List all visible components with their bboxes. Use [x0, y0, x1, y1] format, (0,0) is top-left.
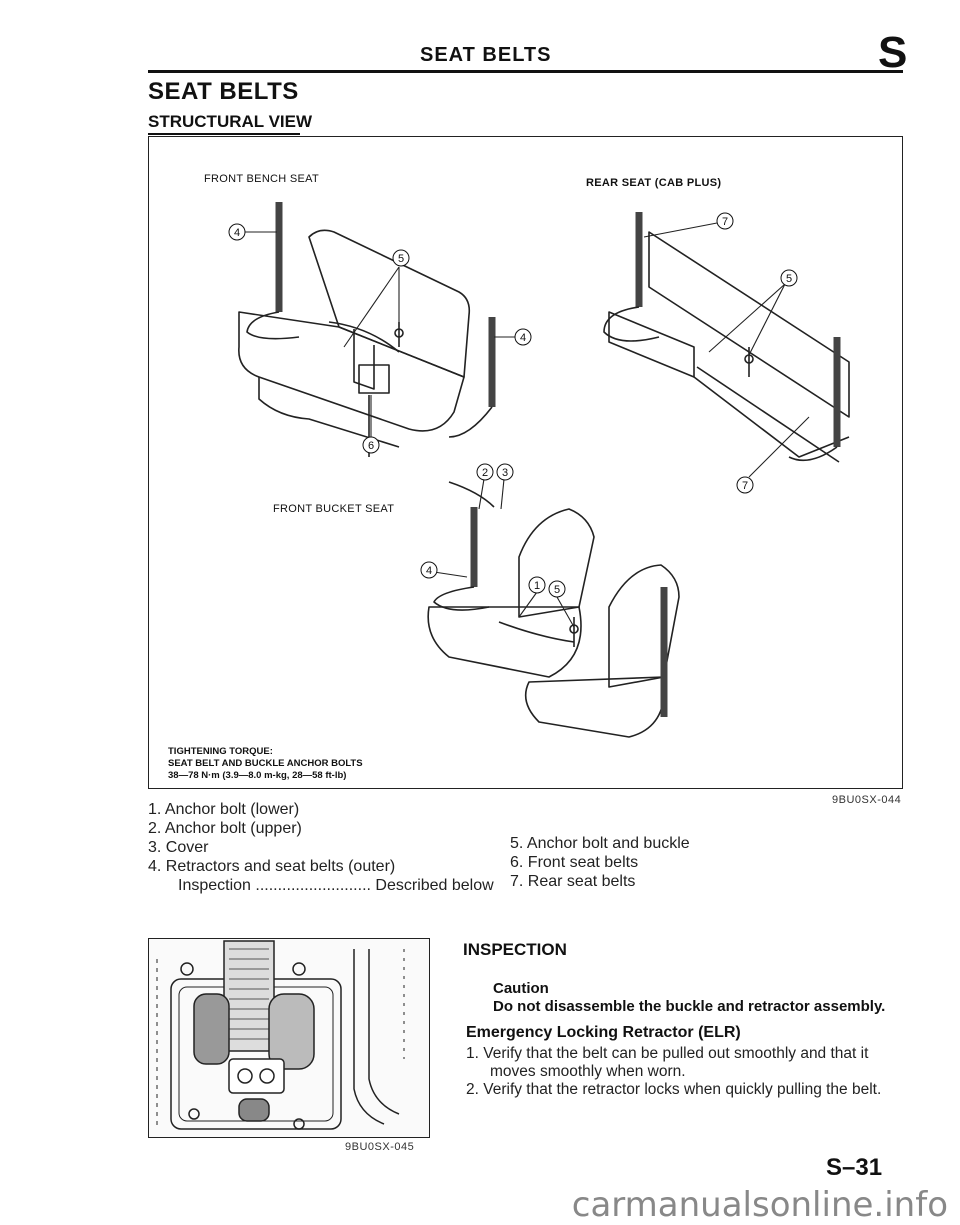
- callout-5-bucket: 5: [548, 580, 566, 598]
- label-front-bucket-seat: FRONT BUCKET SEAT: [273, 503, 395, 515]
- legend-inspection-line: Inspection .......................... De…: [178, 877, 494, 894]
- legend-item-7: 7. Rear seat belts: [510, 873, 636, 890]
- caution-block: Caution Do not disassemble the buckle an…: [493, 980, 885, 1016]
- page-subtitle: STRUCTURAL VIEW: [148, 112, 313, 131]
- page-title: SEAT BELTS: [148, 78, 299, 105]
- seat-belt-diagram: 4 5 4 6 7 5 7 2 3 4 1 5: [228, 202, 850, 738]
- callout-4-upper-left: 4: [228, 223, 246, 241]
- rear-seat-drawing: [603, 212, 850, 463]
- step-1-line-2: moves smoothly when worn.: [490, 1063, 686, 1080]
- svg-text:5: 5: [554, 584, 560, 596]
- legend-item-3: 3. Cover: [148, 839, 209, 856]
- structural-view-figure: 4 5 4 6 7 5 7 2 3 4 1 5 FRONT BENCH SEAT…: [148, 136, 903, 789]
- label-front-bench-seat: FRONT BENCH SEAT: [204, 173, 320, 185]
- step-1-line-1: 1. Verify that the belt can be pulled ou…: [466, 1045, 869, 1062]
- callout-7-rear-lower: 7: [736, 476, 754, 494]
- svg-text:6: 6: [368, 440, 374, 452]
- legend-right: 5. Anchor bolt and buckle 6. Front seat …: [510, 834, 690, 891]
- legend-item-2: 2. Anchor bolt (upper): [148, 820, 302, 837]
- callout-7-rear-upper: 7: [716, 212, 734, 230]
- step-2: 2. Verify that the retractor locks when …: [466, 1081, 882, 1098]
- front-bucket-seat-drawing: [427, 481, 680, 738]
- svg-text:4: 4: [520, 332, 526, 344]
- svg-text:1: 1: [534, 580, 540, 592]
- callout-leaders: [242, 222, 810, 628]
- watermark-text[interactable]: carmanualsonline.info: [571, 1185, 948, 1225]
- svg-text:4: 4: [426, 565, 432, 577]
- front-bench-seat-drawing: [238, 202, 496, 457]
- callout-3: 3: [496, 463, 514, 481]
- legend-left: 1. Anchor bolt (lower) 2. Anchor bolt (u…: [148, 800, 494, 895]
- svg-text:5: 5: [786, 273, 792, 285]
- running-header-title: SEAT BELTS: [420, 44, 552, 66]
- torque-line: SEAT BELT AND BUCKLE ANCHOR BOLTS: [168, 758, 363, 769]
- svg-text:7: 7: [722, 216, 728, 228]
- section-letter: S: [878, 28, 908, 77]
- svg-text:3: 3: [502, 467, 508, 479]
- svg-text:5: 5: [398, 253, 404, 265]
- caution-text: Do not disassemble the buckle and retrac…: [493, 998, 886, 1015]
- elr-heading: Emergency Locking Retractor (ELR): [466, 1024, 741, 1041]
- caution-title: Caution: [493, 980, 549, 997]
- watermark[interactable]: carmanualsonline.info: [0, 1185, 960, 1225]
- svg-text:4: 4: [234, 227, 240, 239]
- callout-5-rear: 5: [780, 269, 798, 287]
- callout-4-bench-right: 4: [514, 328, 532, 346]
- callout-2: 2: [476, 463, 494, 481]
- retractor-photo: [148, 938, 430, 1138]
- inspection-heading: INSPECTION: [463, 940, 567, 959]
- callout-1: 1: [528, 576, 546, 594]
- legend-item-4: 4. Retractors and seat belts (outer): [148, 858, 396, 875]
- inspection-steps: 1. Verify that the belt can be pulled ou…: [466, 1045, 906, 1099]
- subtitle-underline: [148, 133, 300, 135]
- callout-5-bench: 5: [392, 249, 410, 267]
- torque-title: TIGHTENING TORQUE:: [168, 746, 273, 757]
- figure-code: 9BU0SX-044: [832, 794, 902, 806]
- callout-4-bucket: 4: [420, 561, 438, 579]
- label-rear-seat: REAR SEAT (CAB PLUS): [586, 177, 722, 189]
- tightening-torque-note: TIGHTENING TORQUE: SEAT BELT AND BUCKLE …: [168, 746, 363, 782]
- callout-6-bench: 6: [362, 436, 380, 454]
- legend-item-1: 1. Anchor bolt (lower): [148, 801, 300, 818]
- header-rule: [148, 70, 903, 73]
- page-number: S–31: [826, 1154, 883, 1181]
- svg-text:2: 2: [482, 467, 488, 479]
- photo-code: 9BU0SX-045: [345, 1141, 415, 1153]
- legend-item-6: 6. Front seat belts: [510, 854, 639, 871]
- retractor-illustration: [156, 940, 405, 1130]
- svg-text:7: 7: [742, 480, 748, 492]
- legend-item-5: 5. Anchor bolt and buckle: [510, 835, 690, 852]
- torque-values: 38—78 N·m (3.9—8.0 m-kg, 28—58 ft-lb): [168, 770, 347, 781]
